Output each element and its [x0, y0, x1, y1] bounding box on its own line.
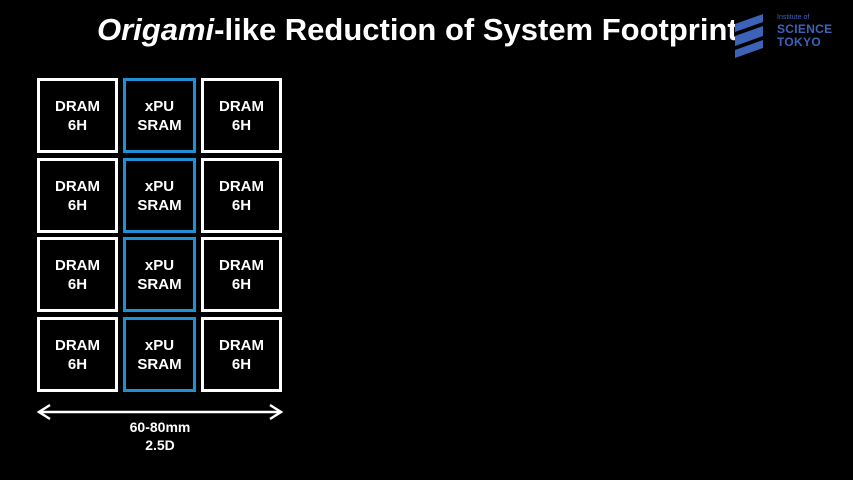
title-rest: -like Reduction of System Footprint	[214, 12, 738, 47]
block-label-line1: xPU	[144, 177, 175, 195]
block-label-line1: xPU	[144, 97, 175, 115]
logo-line-2: SCIENCE	[777, 22, 833, 36]
slide-title: Origami-like Reduction of System Footpri…	[97, 12, 738, 48]
dimension-type: 2.5D	[145, 437, 175, 453]
block-label-line2: 6H	[67, 275, 88, 293]
block-label-line2: 6H	[67, 196, 88, 214]
dimension-size: 60-80mm	[129, 419, 191, 435]
block-label-line1: DRAM	[219, 336, 264, 354]
block-label-line1: xPU	[144, 256, 175, 274]
block-label-line1: DRAM	[219, 256, 264, 274]
xpu-block: xPU SRAM	[123, 158, 196, 233]
xpu-block: xPU SRAM	[123, 317, 196, 392]
block-label-line2: 6H	[67, 355, 88, 373]
block-label-line2: SRAM	[137, 116, 182, 134]
block-label-line1: xPU	[144, 336, 175, 354]
logo-mark-icon	[735, 14, 763, 58]
dram-block: DRAM 6H	[37, 158, 118, 233]
block-label-line1: DRAM	[55, 97, 100, 115]
block-label-line2: SRAM	[137, 196, 182, 214]
dram-block: DRAM 6H	[37, 317, 118, 392]
block-label-line2: 6H	[231, 275, 252, 293]
institution-logo: Institute of SCIENCE TOKYO	[733, 14, 843, 64]
dram-block: DRAM 6H	[201, 317, 282, 392]
xpu-block: xPU SRAM	[123, 237, 196, 312]
dimension-label: 60-80mm 2.5D	[100, 418, 220, 454]
block-label-line2: 6H	[231, 116, 252, 134]
block-label-line2: 6H	[231, 196, 252, 214]
logo-line-1: Institute of	[777, 14, 810, 21]
title-italic: Origami	[97, 12, 215, 47]
block-label-line2: SRAM	[137, 355, 182, 373]
dram-block: DRAM 6H	[201, 237, 282, 312]
block-label-line1: DRAM	[219, 97, 264, 115]
xpu-block: xPU SRAM	[123, 78, 196, 153]
block-label-line2: 6H	[231, 355, 252, 373]
dram-block: DRAM 6H	[201, 158, 282, 233]
block-label-line1: DRAM	[55, 256, 100, 274]
dram-block: DRAM 6H	[201, 78, 282, 153]
width-double-arrow-icon	[36, 403, 284, 421]
logo-wordmark: Institute of SCIENCE TOKYO	[777, 14, 832, 49]
dram-block: DRAM 6H	[37, 237, 118, 312]
dram-block: DRAM 6H	[37, 78, 118, 153]
block-label-line1: DRAM	[55, 177, 100, 195]
block-label-line2: 6H	[67, 116, 88, 134]
block-label-line2: SRAM	[137, 275, 182, 293]
block-label-line1: DRAM	[219, 177, 264, 195]
block-label-line1: DRAM	[55, 336, 100, 354]
logo-line-3: TOKYO	[777, 35, 821, 49]
